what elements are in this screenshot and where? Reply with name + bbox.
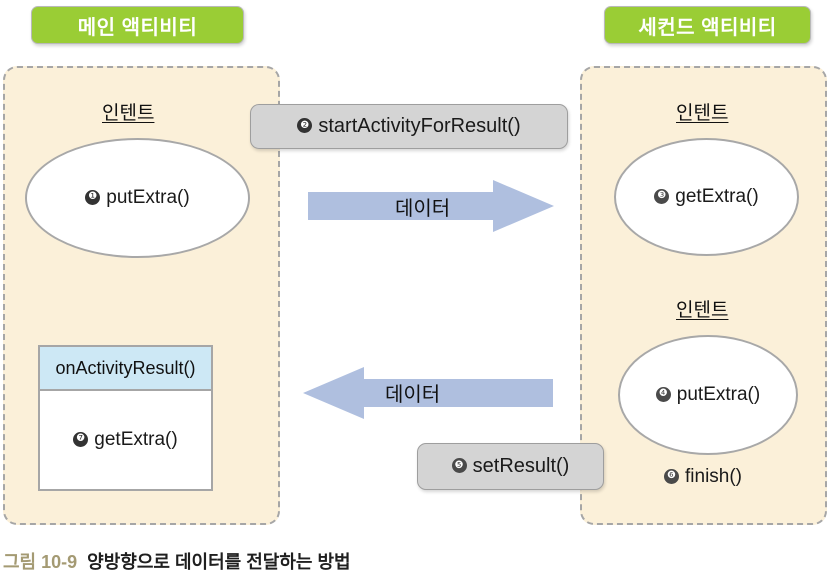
on-activity-result-header: onActivityResult() — [40, 347, 211, 391]
arrow-right-icon — [308, 180, 554, 232]
step-7-number-icon: ❼ — [73, 431, 89, 447]
step-6-label: finish() — [685, 466, 743, 487]
main-activity-badge-label: 메인 액티비티 — [77, 16, 198, 39]
intent-ellipse-put-extra-main: ❶ putExtra() — [25, 138, 250, 258]
step-2-row: ❷ startActivityForResult() — [297, 115, 521, 138]
intent-label-second-top: 인텐트 — [676, 103, 729, 124]
step-6-number-icon: ❻ — [664, 468, 679, 484]
on-activity-result-body: ❼ getExtra() — [40, 391, 211, 489]
main-activity-badge: 메인 액티비티 — [31, 6, 244, 44]
finish-label-container: ❻ finish() — [664, 463, 742, 488]
intent-label-main: 인텐트 — [102, 103, 155, 124]
step-4-label: putExtra() — [676, 384, 761, 405]
figure-caption: 그림 10-9 양방향으로 데이터를 전달하는 방법 — [3, 548, 351, 574]
step-2-label: startActivityForResult() — [318, 115, 521, 137]
arrow-left-icon — [303, 367, 553, 419]
step-7-row: ❼ getExtra() — [73, 429, 178, 451]
step-3-number-icon: ❸ — [654, 188, 670, 204]
step-5-label: setResult() — [472, 455, 570, 477]
second-activity-badge-label: 세컨드 액티비티 — [638, 16, 777, 39]
figure-caption-text: 양방향으로 데이터를 전달하는 방법 — [87, 552, 351, 572]
step-4-number-icon: ❹ — [655, 386, 671, 402]
intent-ellipse-put-extra-second: ❹ putExtra() — [618, 335, 798, 455]
data-arrow-forward-label: 데이터 — [395, 198, 451, 220]
figure-number: 그림 10-9 — [3, 552, 78, 572]
step-5-row: ❺ setResult() — [451, 455, 570, 478]
step-4-row: ❹ putExtra() — [655, 384, 761, 406]
step-5-number-icon: ❺ — [451, 458, 467, 473]
data-arrow-forward — [308, 180, 554, 232]
step-1-label: putExtra() — [106, 187, 190, 208]
step-1-number-icon: ❶ — [85, 189, 101, 205]
step-7-label: getExtra() — [94, 429, 178, 450]
on-activity-result-box: onActivityResult() ❼ getExtra() — [38, 345, 213, 491]
start-activity-for-result-box: ❷ startActivityForResult() — [250, 104, 568, 149]
step-3-label: getExtra() — [675, 186, 759, 207]
step-1-row: ❶ putExtra() — [85, 187, 190, 209]
step-2-number-icon: ❷ — [297, 118, 313, 133]
second-activity-badge: 세컨드 액티비티 — [604, 6, 811, 44]
intent-label-second-bottom: 인텐트 — [676, 300, 729, 321]
set-result-box: ❺ setResult() — [417, 443, 604, 490]
data-arrow-backward-label: 데이터 — [385, 384, 441, 406]
step-3-row: ❸ getExtra() — [654, 186, 759, 208]
data-arrow-backward — [303, 367, 553, 419]
intent-ellipse-get-extra-second: ❸ getExtra() — [614, 138, 799, 256]
step-6-row: ❻ finish() — [664, 466, 742, 488]
